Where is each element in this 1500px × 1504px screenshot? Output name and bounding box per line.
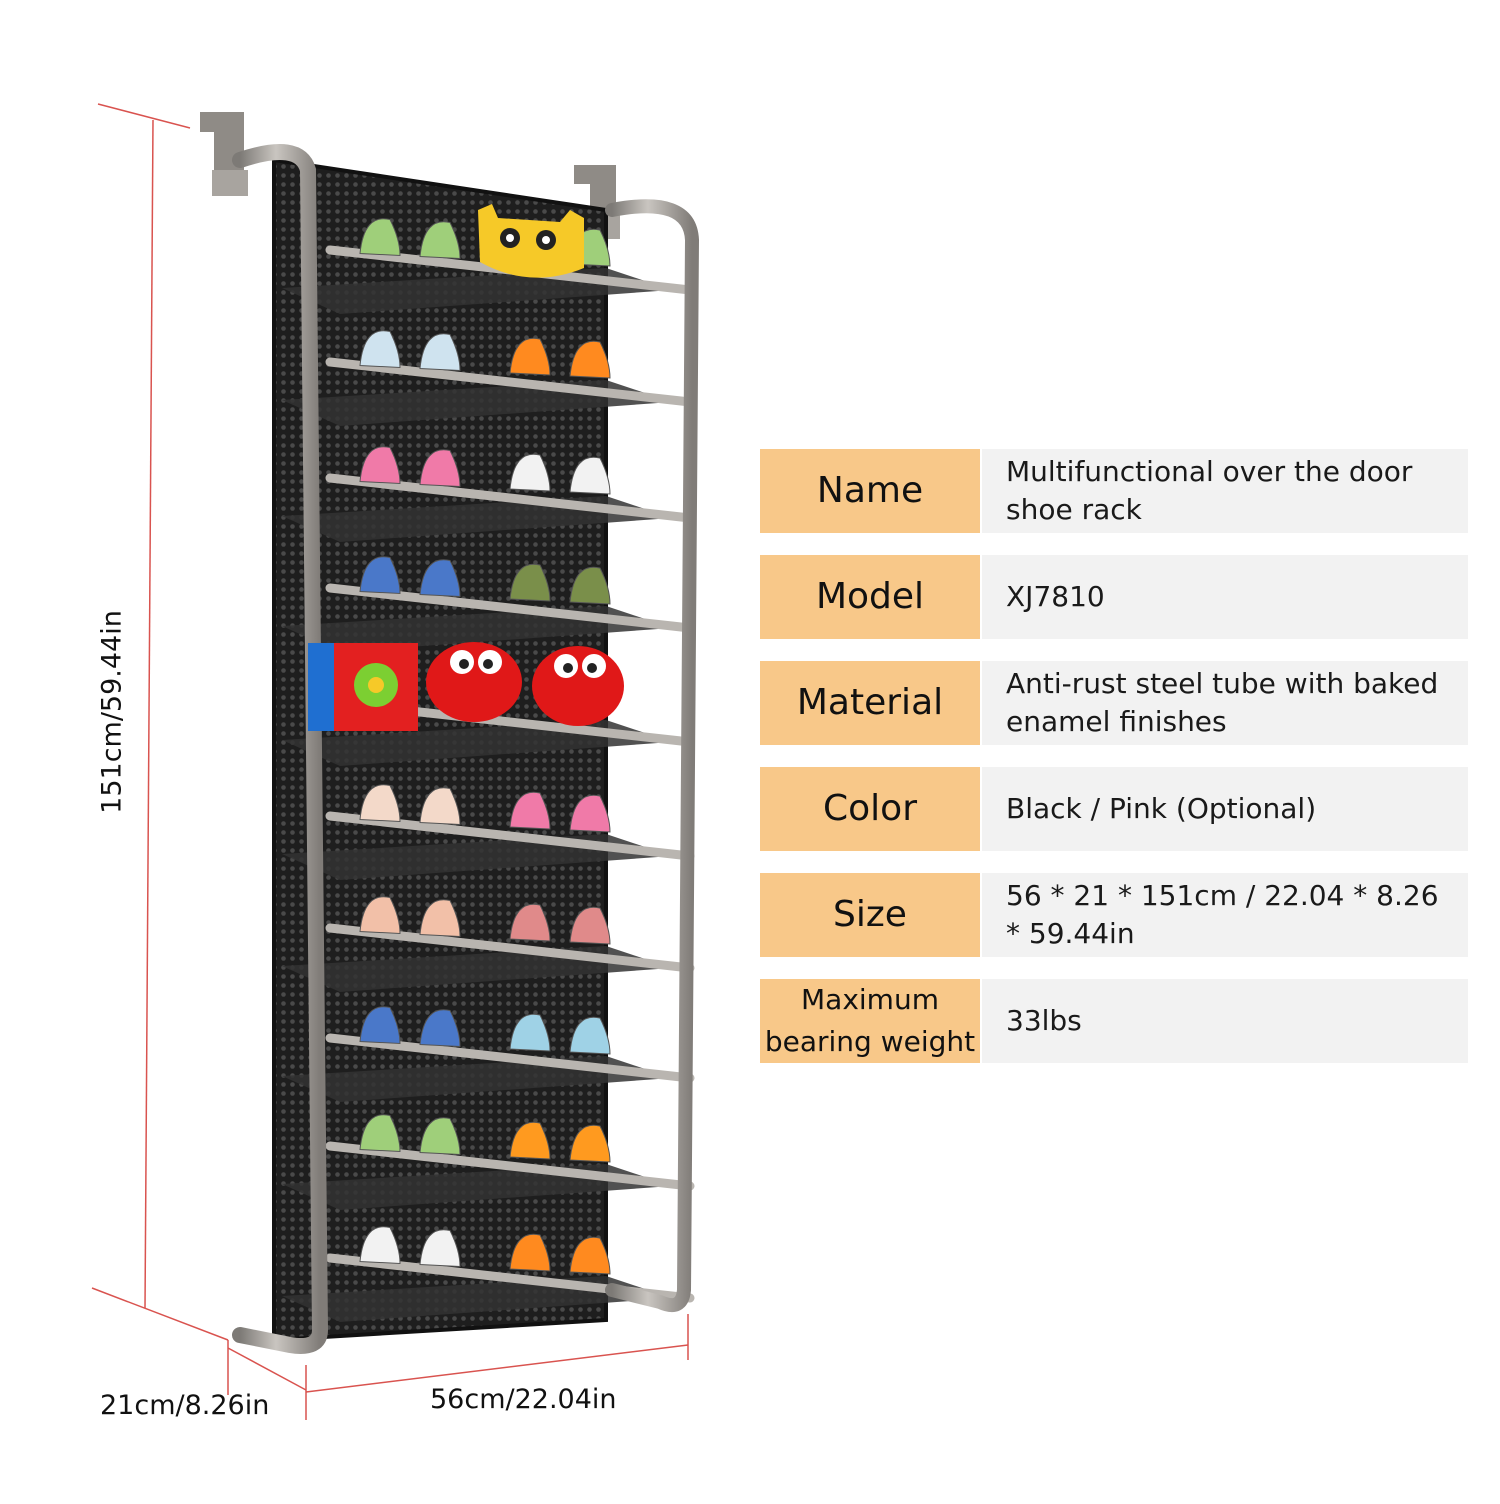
depth-dimension-label: 21cm/8.26in — [100, 1390, 270, 1421]
spec-label-name: Name — [760, 449, 980, 533]
shoe — [509, 453, 551, 492]
shoe — [569, 906, 611, 945]
spec-row-material: Material Anti-rust steel tube with baked… — [760, 661, 1468, 745]
shoe — [359, 1006, 401, 1045]
shoe — [359, 896, 401, 935]
shoe — [419, 449, 461, 488]
shoe — [509, 563, 551, 602]
shoe — [569, 1124, 611, 1163]
shoe — [359, 218, 401, 257]
spec-value-name: Multifunctional over the door shoe rack — [982, 449, 1468, 533]
shoe — [359, 330, 401, 369]
shoe — [419, 221, 461, 260]
shoe — [419, 787, 461, 826]
shoe — [569, 794, 611, 833]
toy-monsters — [426, 642, 624, 726]
shelf-bar — [325, 1033, 695, 1083]
shoe — [509, 1121, 551, 1160]
shoe — [509, 1233, 551, 1272]
shoe-rack-drawing — [91, 103, 700, 1420]
spec-row-name: Name Multifunctional over the door shoe … — [760, 449, 1468, 533]
shoe — [419, 333, 461, 372]
shoe — [419, 899, 461, 938]
shelf-bar — [325, 473, 695, 523]
shelf-bar — [325, 583, 695, 633]
shoe — [359, 1114, 401, 1153]
width-dimension-label: 56cm/22.04in — [430, 1384, 617, 1415]
frame — [232, 144, 700, 1354]
shoe — [569, 456, 611, 495]
shoe — [359, 1226, 401, 1265]
product-illustration — [91, 103, 700, 1420]
spec-value-color: Black / Pink (Optional) — [982, 767, 1468, 851]
shoe — [419, 1009, 461, 1048]
shoe — [509, 791, 551, 830]
shelf-bar — [325, 923, 695, 973]
shoe — [569, 340, 611, 379]
shelf-bar — [325, 1141, 695, 1191]
spec-label-color: Color — [760, 767, 980, 851]
spec-label-size: Size — [760, 873, 980, 957]
shoe — [509, 337, 551, 376]
shoe — [359, 784, 401, 823]
shoe — [419, 1117, 461, 1156]
spec-label-max-weight: Maximum bearing weight — [760, 979, 980, 1063]
toy-cat — [478, 204, 584, 278]
spec-value-material: Anti-rust steel tube with baked enamel f… — [982, 661, 1468, 745]
spec-value-size: 56 * 21 * 151cm / 22.04 * 8.26 * 59.44in — [982, 873, 1468, 957]
spec-row-model: Model XJ7810 — [760, 555, 1468, 639]
dimension-lines — [91, 103, 689, 1420]
shoe — [509, 903, 551, 942]
shoe — [359, 446, 401, 485]
shelf-bar — [325, 811, 695, 861]
shoe — [569, 1236, 611, 1275]
spec-label-material: Material — [760, 661, 980, 745]
height-dimension-label: 151cm/59.44in — [96, 610, 128, 814]
spec-label-model: Model — [760, 555, 980, 639]
spec-value-model: XJ7810 — [982, 555, 1468, 639]
toy-block — [308, 643, 418, 731]
shoe — [569, 1016, 611, 1055]
shoe — [419, 1229, 461, 1268]
shoe — [569, 566, 611, 605]
shoe — [509, 1013, 551, 1052]
shelf-bar — [325, 357, 695, 407]
spec-value-max-weight: 33lbs — [982, 979, 1468, 1063]
spec-row-color: Color Black / Pink (Optional) — [760, 767, 1468, 851]
spec-row-size: Size 56 * 21 * 151cm / 22.04 * 8.26 * 59… — [760, 873, 1468, 957]
spec-row-max-weight: Maximum bearing weight 33lbs — [760, 979, 1468, 1063]
shoe — [359, 556, 401, 595]
shoe — [419, 559, 461, 598]
